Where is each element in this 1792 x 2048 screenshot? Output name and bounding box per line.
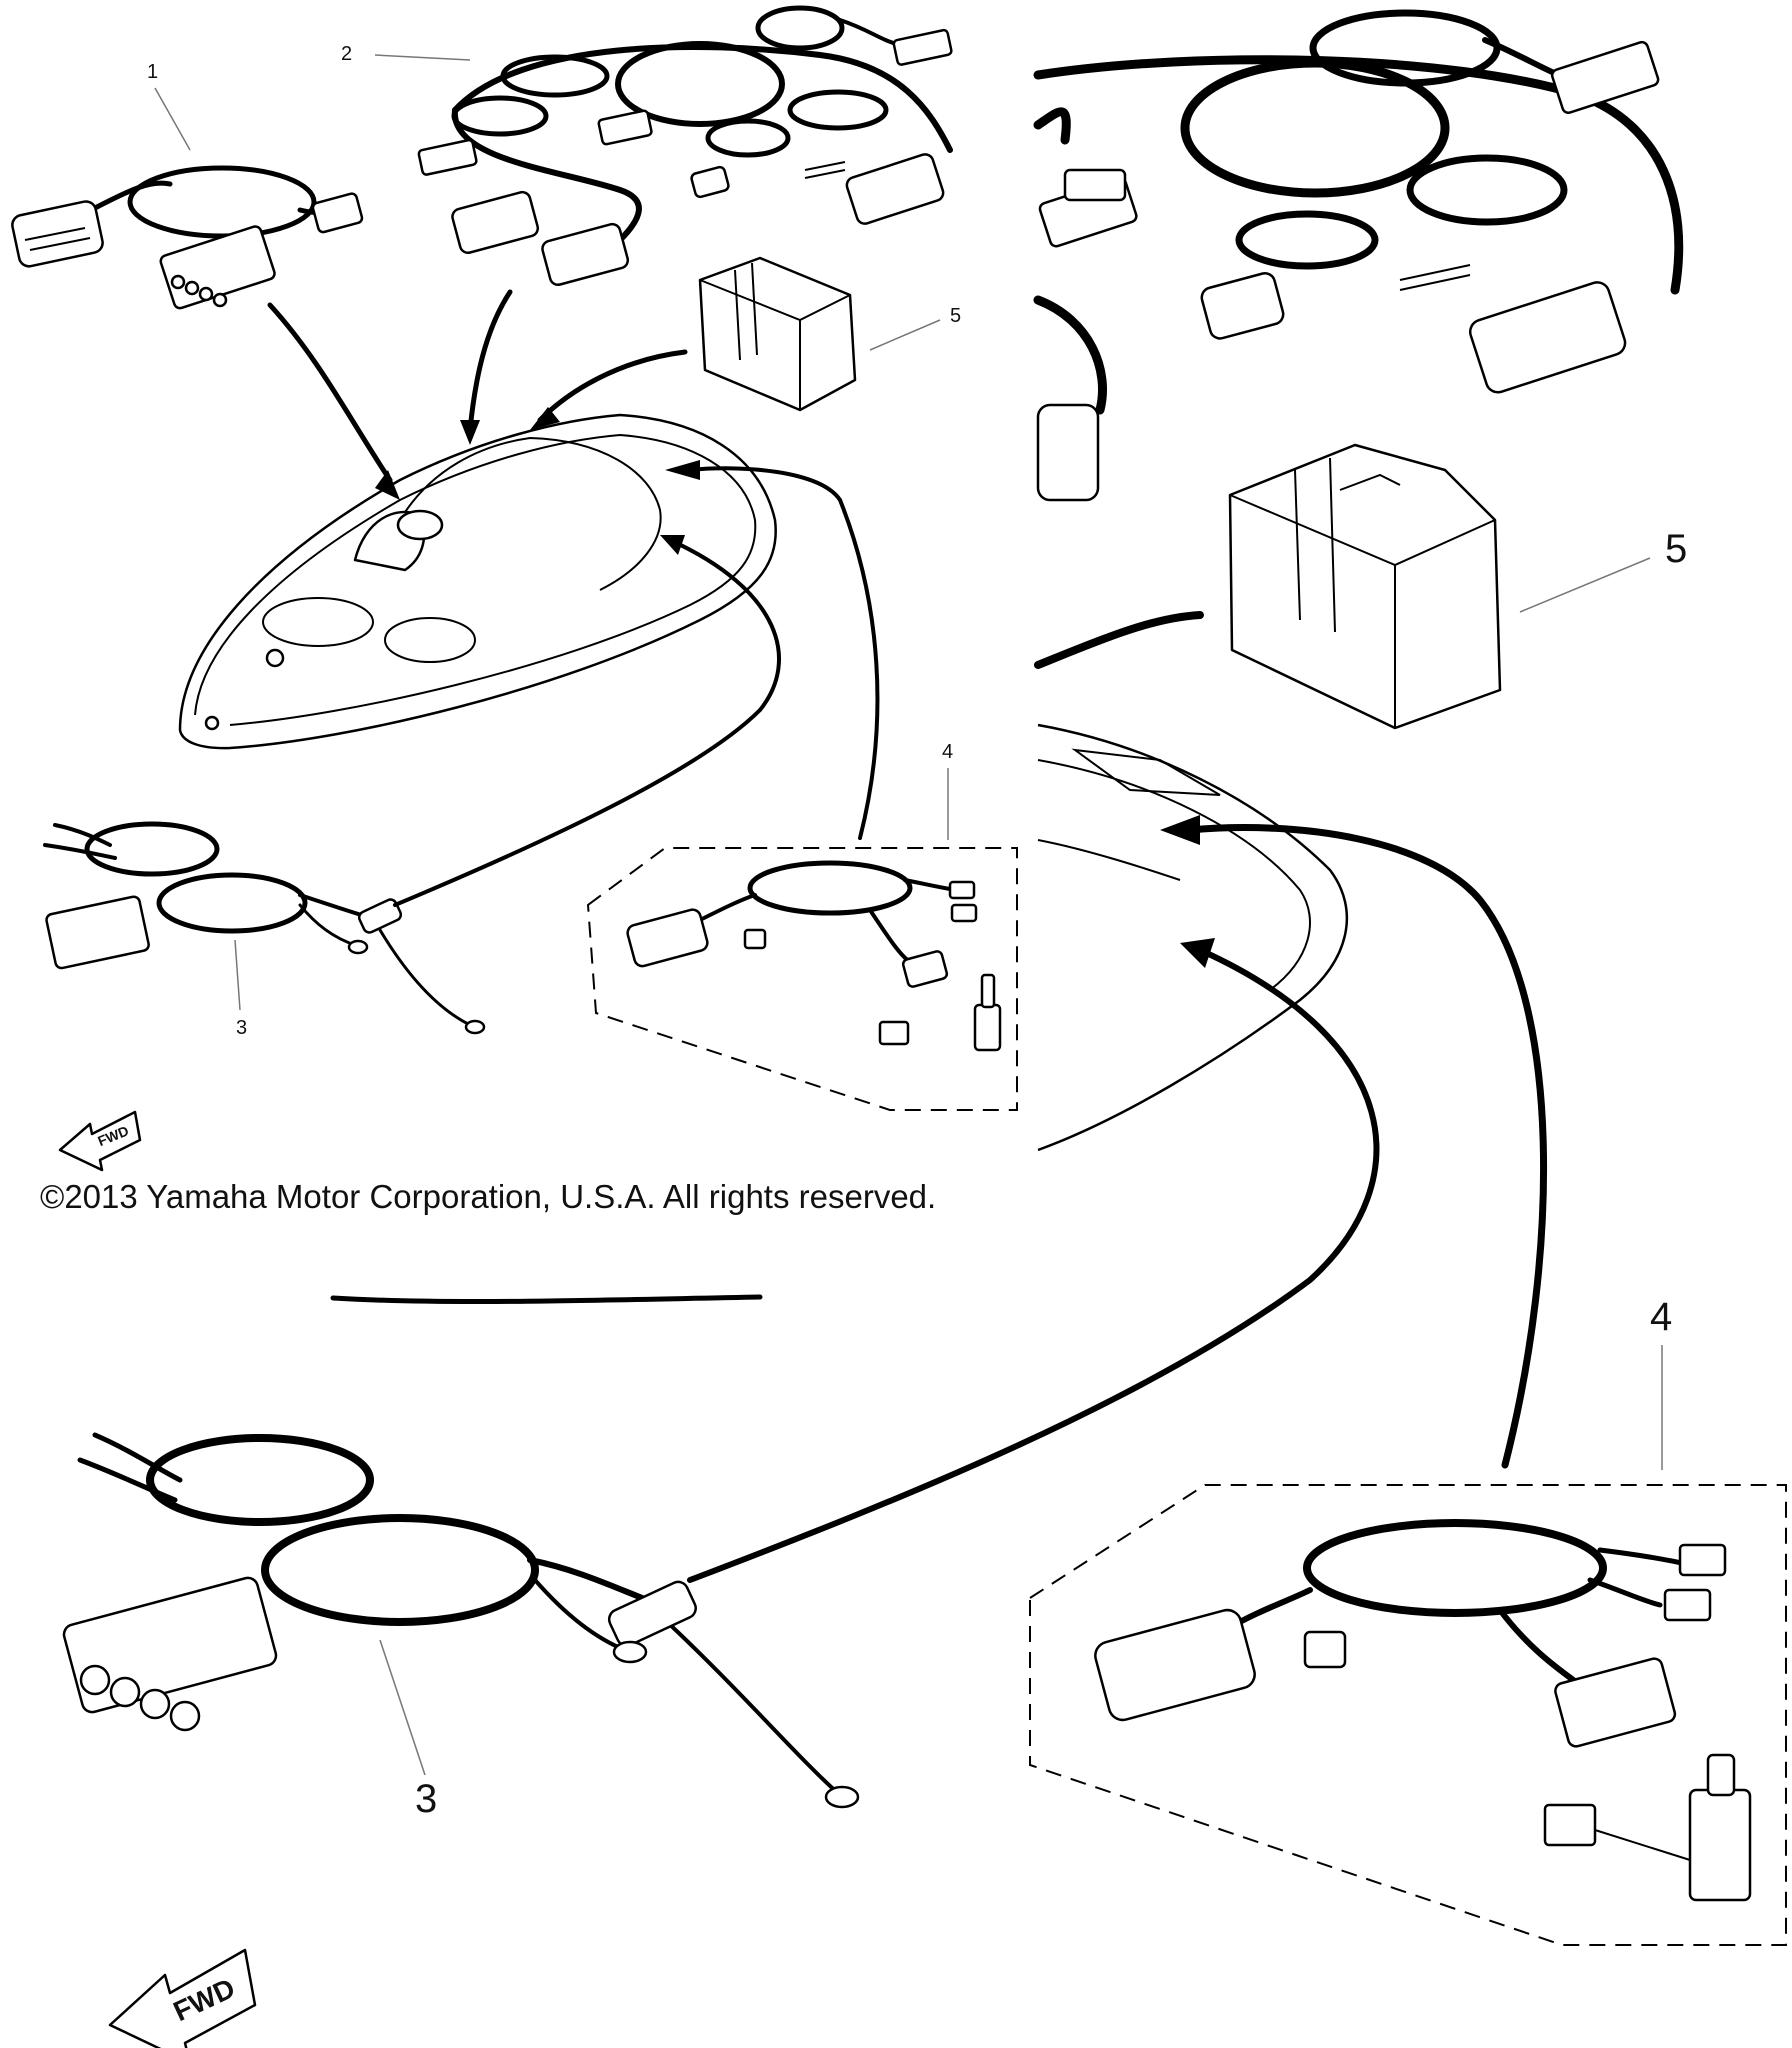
part-5-battery-box <box>698 256 857 412</box>
part-4-sensor-assembly <box>586 847 1018 1111</box>
fwd-direction-icon-small: FWD <box>58 1110 142 1172</box>
fwd-direction-icon-large: FWD <box>108 1948 257 2048</box>
callout-3-small: 3 <box>236 1017 247 1039</box>
callout-1-small: 1 <box>147 61 158 83</box>
copyright-notice: ©2013 Yamaha Motor Corporation, U.S.A. A… <box>40 1178 936 1215</box>
zoomed-diagram-right: 5 <box>687 9 1787 1946</box>
callout-5-small: 5 <box>950 305 961 327</box>
callout-5-large: 5 <box>1665 527 1687 571</box>
part-3-wire-lead <box>43 821 486 1035</box>
callout-4-small: 4 <box>942 741 953 763</box>
part-5-battery-box-large <box>1228 443 1502 730</box>
overview-flow-arrows <box>267 289 880 907</box>
callout-3-large: 3 <box>415 1777 437 1821</box>
part-1-sub-wire-harness <box>11 165 364 310</box>
watercraft-hull <box>178 413 777 750</box>
part-2-main-wire-harness <box>417 5 953 287</box>
callout-2-small: 2 <box>341 43 352 65</box>
part-3-wire-lead-large: 3 <box>62 1294 860 1821</box>
overview-diagram: FWD 1 2 5 4 3 ©2013 Yamaha Motor Corpora… <box>11 5 1018 1215</box>
callout-4-large: 4 <box>1650 1295 1672 1339</box>
part-4-sensor-assembly-large <box>1029 1484 1787 1946</box>
watercraft-hull-zoom <box>1034 611 1349 1152</box>
